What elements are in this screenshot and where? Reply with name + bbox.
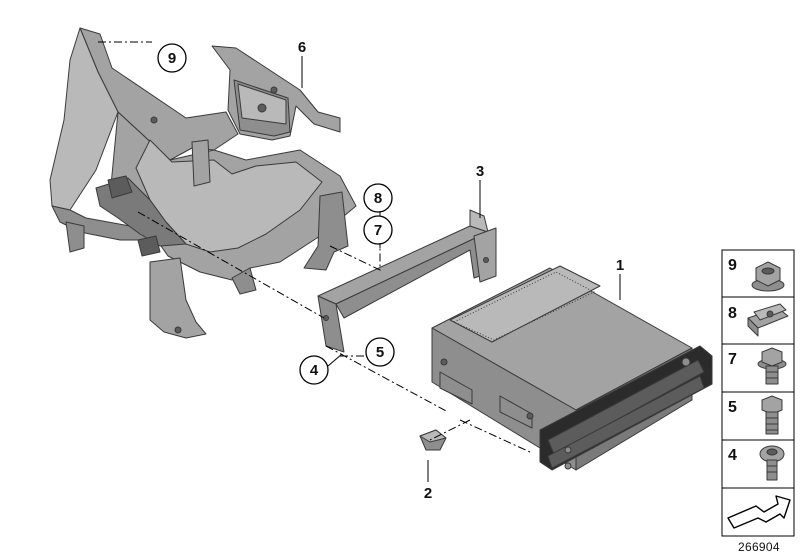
callout-label: 2 xyxy=(424,485,432,502)
direction-arrow-icon xyxy=(727,495,791,529)
hex-bolt-washer-icon xyxy=(757,347,787,385)
callout-label: 6 xyxy=(298,39,306,56)
legend-label: 9 xyxy=(728,257,737,274)
mounting-frame-bracket xyxy=(49,27,357,339)
callout-3: 3 xyxy=(476,163,484,180)
clip-nut-icon xyxy=(747,303,789,337)
support-bracket-part xyxy=(317,209,497,353)
clip-part xyxy=(419,429,447,451)
callout-1: 1 xyxy=(616,257,624,274)
diagram-number: 266904 xyxy=(738,540,780,554)
callout-label: 5 xyxy=(376,344,384,361)
dvd-changer-unit xyxy=(431,265,713,471)
callout-7: 7 xyxy=(363,215,393,245)
assembly-lines xyxy=(98,41,531,453)
callout-label: 4 xyxy=(310,362,319,379)
legend-row-9: 9 xyxy=(728,257,785,292)
callout-2: 2 xyxy=(424,485,432,502)
hex-nut-flange-icon xyxy=(751,261,785,292)
callout-6: 6 xyxy=(298,39,306,56)
hex-bolt-icon xyxy=(761,395,783,435)
legend-row-5: 5 xyxy=(728,395,783,435)
callout-8: 8 xyxy=(363,183,393,213)
callout-9: 9 xyxy=(157,43,187,73)
legend-label: 5 xyxy=(728,399,737,416)
legend-row-8: 8 xyxy=(728,303,789,337)
oval-head-screw-icon xyxy=(759,445,785,481)
callout-label: 1 xyxy=(616,257,624,274)
legend-label: 4 xyxy=(728,447,737,464)
callout-5: 5 xyxy=(365,337,395,367)
legend-label: 8 xyxy=(728,305,737,322)
legend-label: 7 xyxy=(728,351,737,368)
upper-bracket-part xyxy=(211,45,341,141)
callout-label: 9 xyxy=(168,50,176,67)
parts-legend: 9 8 7 xyxy=(721,249,795,537)
legend-row-7: 7 xyxy=(728,347,787,385)
callout-4: 4 xyxy=(299,355,329,385)
legend-row-4: 4 xyxy=(728,445,785,481)
callout-label: 3 xyxy=(476,163,484,180)
callout-label: 8 xyxy=(374,190,382,207)
callout-label: 7 xyxy=(374,222,382,239)
